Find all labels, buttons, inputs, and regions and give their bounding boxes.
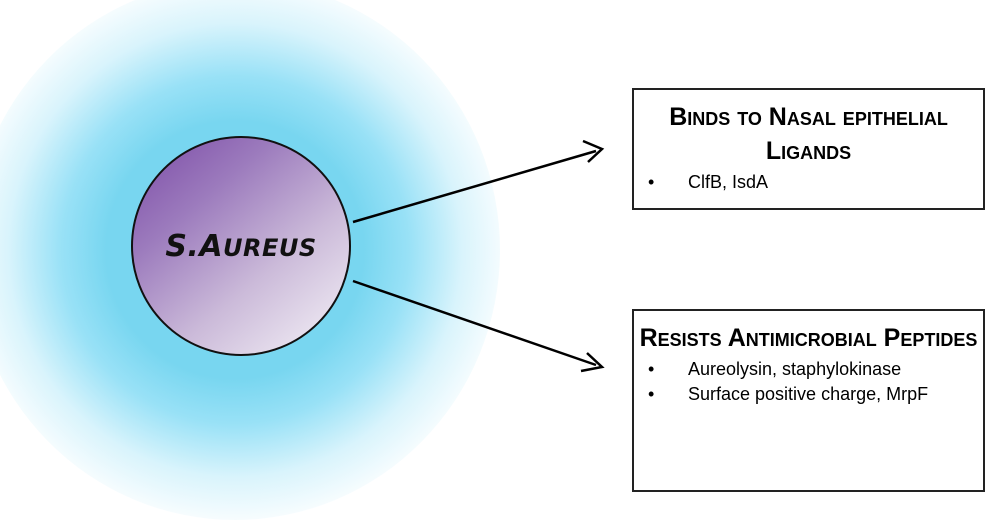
arrows-layer [352,139,605,373]
bullet-icon: • [648,359,655,379]
arrow-to-binds-line [352,149,597,224]
list-item: • ClfB, IsdA [634,170,983,195]
list-item-text: ClfB, IsdA [688,172,769,192]
list-item: • Aureolysin, staphylokinase [634,357,983,382]
arrow-to-resists-line [352,279,597,367]
resists-peptides-title: Resists Antimicrobial Peptides [639,324,978,352]
s-aureus-cell: S.AUREUS [131,136,351,356]
bullet-icon: • [648,172,655,192]
organism-label-rest: UREUS [223,233,317,262]
organism-label: S.AUREUS [165,229,316,264]
resists-peptides-box: Resists Antimicrobial Peptides • Aureolys… [632,309,985,492]
binds-ligands-title: Binds to Nasal epithelial Ligands [669,103,948,165]
arrow-to-resists-head [580,352,605,373]
organism-label-initial: A [199,228,224,264]
list-item-text: Surface positive charge, MrpF [688,384,929,404]
arrow-to-binds-head [582,139,605,163]
list-item-text: Aureolysin, staphylokinase [688,359,902,379]
organism-label-genus: S. [165,228,200,264]
resists-peptides-list: • Aureolysin, staphylokinase • Surface pos… [634,357,983,407]
binds-ligands-box: Binds to Nasal epithelial Ligands • ClfB,… [632,88,985,210]
bullet-icon: • [648,384,655,404]
list-item: • Surface positive charge, MrpF [634,382,983,407]
binds-ligands-list: • ClfB, IsdA [634,170,983,195]
